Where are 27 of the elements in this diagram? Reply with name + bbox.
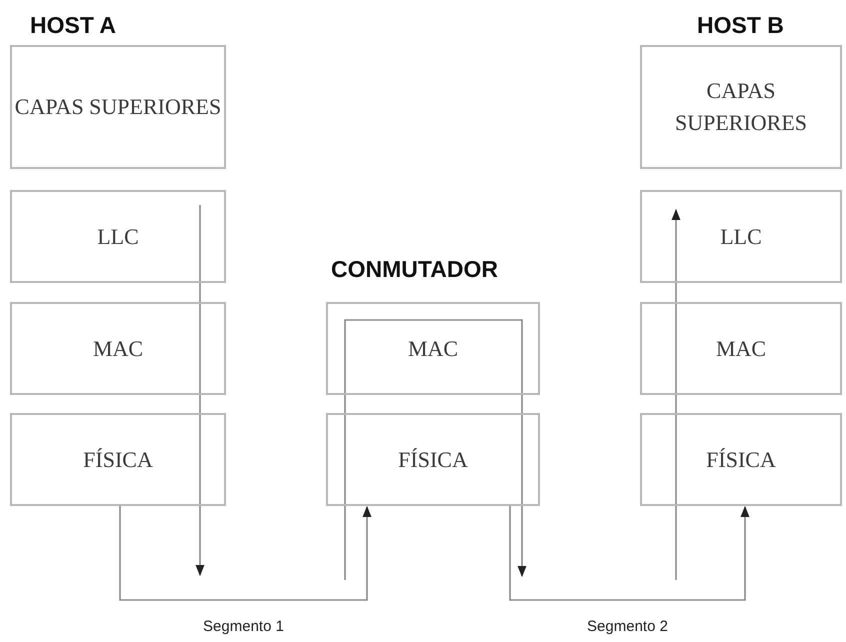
layer-box: [326, 413, 540, 506]
heading: HOST B: [697, 12, 784, 39]
layer-box: [10, 190, 226, 283]
layer-label: CAPAS SUPERIORES: [14, 93, 222, 122]
layer-box: [640, 302, 842, 395]
layer-label: LLC: [97, 222, 139, 251]
layer-label: MAC: [92, 334, 144, 363]
layer-box: [640, 413, 842, 506]
layer-box: [640, 45, 842, 169]
layer-label: FÍSICA: [706, 446, 776, 474]
layer-label: FÍSICA: [398, 446, 468, 474]
edge-label: Segmento 1: [201, 618, 286, 635]
layer-label: CAPAS SUPERIORES: [674, 77, 808, 137]
cable-line: [509, 506, 750, 601]
layer-label: MAC: [716, 334, 766, 363]
layer-box: [10, 413, 226, 506]
layer-box: [326, 302, 540, 395]
layer-box: [10, 302, 226, 395]
heading: CONMUTADOR: [331, 256, 498, 283]
heading: HOST A: [30, 12, 116, 39]
layer-label: MAC: [408, 334, 458, 363]
cable-line: [119, 506, 372, 601]
layer-box: [10, 45, 226, 169]
layer-label: FÍSICA: [83, 446, 153, 474]
layer-label: LLC: [720, 222, 762, 251]
edge-label: Segmento 2: [585, 618, 670, 635]
layer-box: [640, 190, 842, 283]
